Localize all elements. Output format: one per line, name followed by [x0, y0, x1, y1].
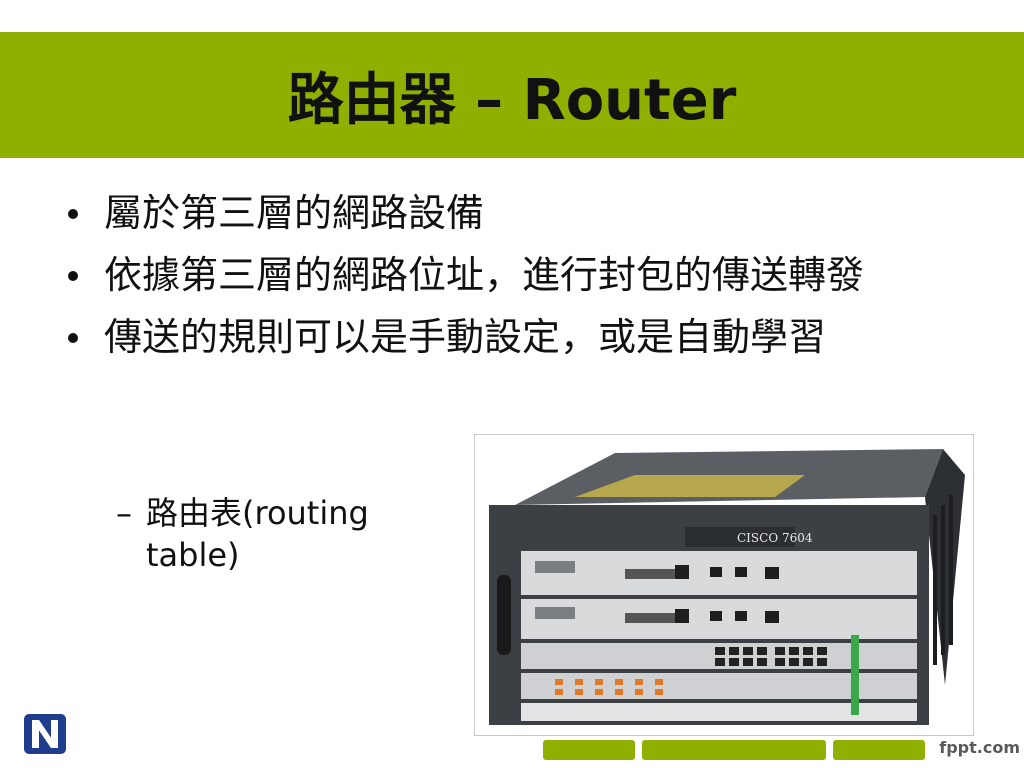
- module-slot-5: [521, 703, 917, 721]
- power-indicator: [851, 635, 859, 715]
- footer-bar: [833, 740, 925, 760]
- bullet-dot-icon: [68, 333, 78, 343]
- footer-brand: fppt.com: [939, 738, 1020, 757]
- router-illustration: CISCO 7604: [489, 449, 965, 725]
- bullet-list: 屬於第三層的網路設備 依據第三層的網路位址，進行封包的傳送轉發 傳送的規則可以是…: [66, 186, 936, 372]
- sub-bullet-dash: –: [116, 494, 132, 532]
- sfp-ports: [555, 679, 663, 695]
- cisco-label-plate: [685, 527, 795, 547]
- sub-bullet: – 路由表(routing table): [116, 492, 436, 576]
- bullet-text: 依據第三層的網路位址，進行封包的傳送轉發: [104, 253, 865, 297]
- bullet-item: 依據第三層的網路位址，進行封包的傳送轉發: [66, 248, 936, 302]
- ethernet-ports: [715, 647, 827, 666]
- sub-bullet-text: 路由表(routing table): [146, 494, 369, 574]
- bullet-dot-icon: [68, 271, 78, 281]
- footer-bar: [543, 740, 635, 760]
- bullet-text: 屬於第三層的網路設備: [104, 191, 485, 235]
- logo: [24, 714, 66, 754]
- router-photo: CISCO 7604: [474, 434, 974, 736]
- bullet-item: 屬於第三層的網路設備: [66, 186, 936, 240]
- bullet-text: 傳送的規則可以是手動設定，或是自動學習: [104, 315, 827, 359]
- bullet-dot-icon: [68, 209, 78, 219]
- slide-title: 路由器 – Router: [287, 67, 737, 133]
- cisco-label: CISCO 7604: [737, 531, 813, 545]
- bullet-item: 傳送的規則可以是手動設定，或是自動學習: [66, 310, 936, 364]
- title-band: 路由器 – Router: [0, 32, 1024, 158]
- logo-icon: [24, 714, 66, 754]
- chassis-handle: [497, 575, 511, 655]
- chassis-label-sticker: [575, 475, 805, 497]
- side-vents: [933, 495, 953, 665]
- footer-bar: [642, 740, 826, 760]
